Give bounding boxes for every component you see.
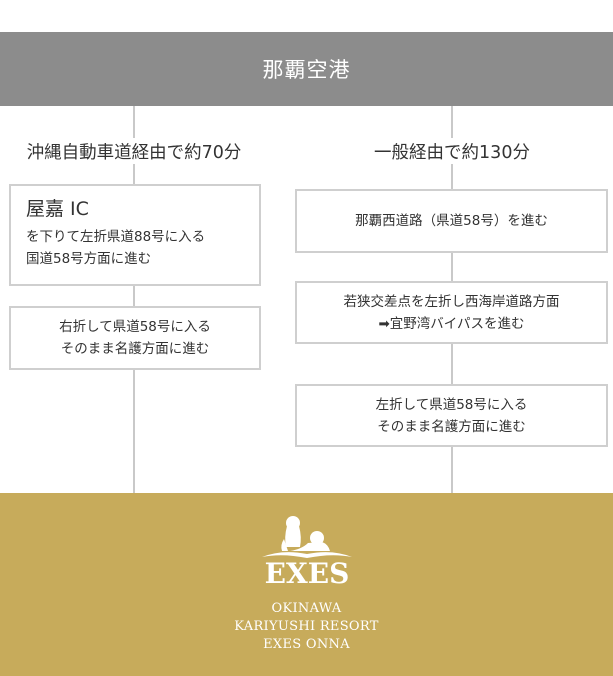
step-line: ➡宜野湾バイパスを進む xyxy=(378,315,525,332)
destination-line-1: OKINAWA xyxy=(271,601,342,616)
origin-header: 那覇空港 xyxy=(0,32,613,106)
destination-footer: EXES OKINAWA KARIYUSHI RESORT EXES ONNA xyxy=(0,493,613,676)
route-1-title-text: 沖縄自動車道経由で約70分 xyxy=(26,142,242,163)
route-1-step-1: 屋嘉 IC を下りて左折県道88号に入る 国道58号方面に進む xyxy=(9,184,261,286)
step-line: 若狭交差点を左折し西海岸道路方面 xyxy=(343,293,560,310)
destination-line-3: EXES ONNA xyxy=(263,637,350,652)
step-line: 左折して県道58号に入る xyxy=(375,396,528,413)
route-2-title-text: 一般経由で約130分 xyxy=(374,142,530,163)
step-line: 那覇西道路（県道58号）を進む xyxy=(355,213,548,229)
step-heading: 屋嘉 IC xyxy=(26,198,89,220)
route-1-step-2: 右折して県道58号に入る そのまま名護方面に進む xyxy=(9,306,261,370)
destination-line-2: KARIYUSHI RESORT xyxy=(234,619,379,634)
step-line: そのまま名護方面に進む xyxy=(60,341,210,357)
origin-label: 那覇空港 xyxy=(262,58,351,82)
step-line: を下りて左折県道88号に入る xyxy=(26,229,206,245)
route-2-step-1: 那覇西道路（県道58号）を進む xyxy=(295,189,608,253)
exes-lion-logo-icon: EXES xyxy=(262,516,352,590)
route-2-step-2: 若狭交差点を左折し西海岸道路方面 ➡宜野湾バイパスを進む xyxy=(295,281,608,344)
route-2-title: 一般経由で約130分 xyxy=(352,138,552,164)
logo-wordmark: EXES xyxy=(265,557,350,590)
step-line: そのまま名護方面に進む xyxy=(377,418,526,435)
route-2-step-3: 左折して県道58号に入る そのまま名護方面に進む xyxy=(295,384,608,447)
route-1-title: 沖縄自動車道経由で約70分 xyxy=(0,138,268,164)
step-line: 右折して県道58号に入る xyxy=(59,319,211,335)
step-line: 国道58号方面に進む xyxy=(26,251,152,267)
route-1-connector-line xyxy=(133,106,135,493)
